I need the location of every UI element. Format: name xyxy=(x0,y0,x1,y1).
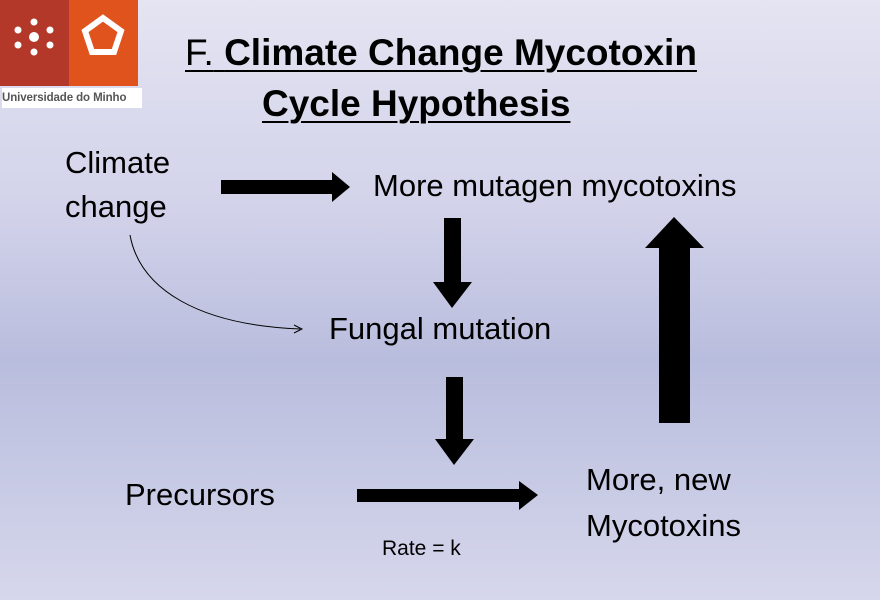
logo-right-panel xyxy=(69,0,138,86)
node-precursors: Precursors xyxy=(125,477,275,512)
arrow-new-to-mutagen xyxy=(645,217,704,423)
arrow-climate-to-mutagen xyxy=(221,172,350,202)
node-more-mutagen: More mutagen mycotoxins xyxy=(373,168,737,203)
title-main: Climate Change Mycotoxin xyxy=(224,32,697,73)
logo-caption: Universidade do Minho xyxy=(2,88,142,108)
arrow-climate-to-fungal-curve xyxy=(129,234,304,334)
page-title-line-2: Cycle Hypothesis xyxy=(262,83,571,124)
arrow-mutagen-to-fungal xyxy=(433,218,472,308)
title-prefix: F. xyxy=(185,32,214,73)
rate-label: Rate = k xyxy=(382,537,461,560)
node-fungal-mutation: Fungal mutation xyxy=(329,311,552,346)
pentagon-icon xyxy=(81,14,125,55)
sun-cross-icon xyxy=(14,18,54,56)
node-climate-change-line-1: Climate xyxy=(65,145,171,180)
node-more-new-line-2: Mycotoxins xyxy=(586,508,742,543)
logo-left-panel xyxy=(0,0,69,86)
arrow-precursors-to-new xyxy=(357,481,538,510)
node-more-new-line-1: More, new xyxy=(586,462,731,497)
arrow-fungal-to-new xyxy=(435,377,474,465)
page-title-line-1: F. Climate Change Mycotoxin xyxy=(185,32,825,74)
node-climate-change-line-2: change xyxy=(65,189,167,224)
